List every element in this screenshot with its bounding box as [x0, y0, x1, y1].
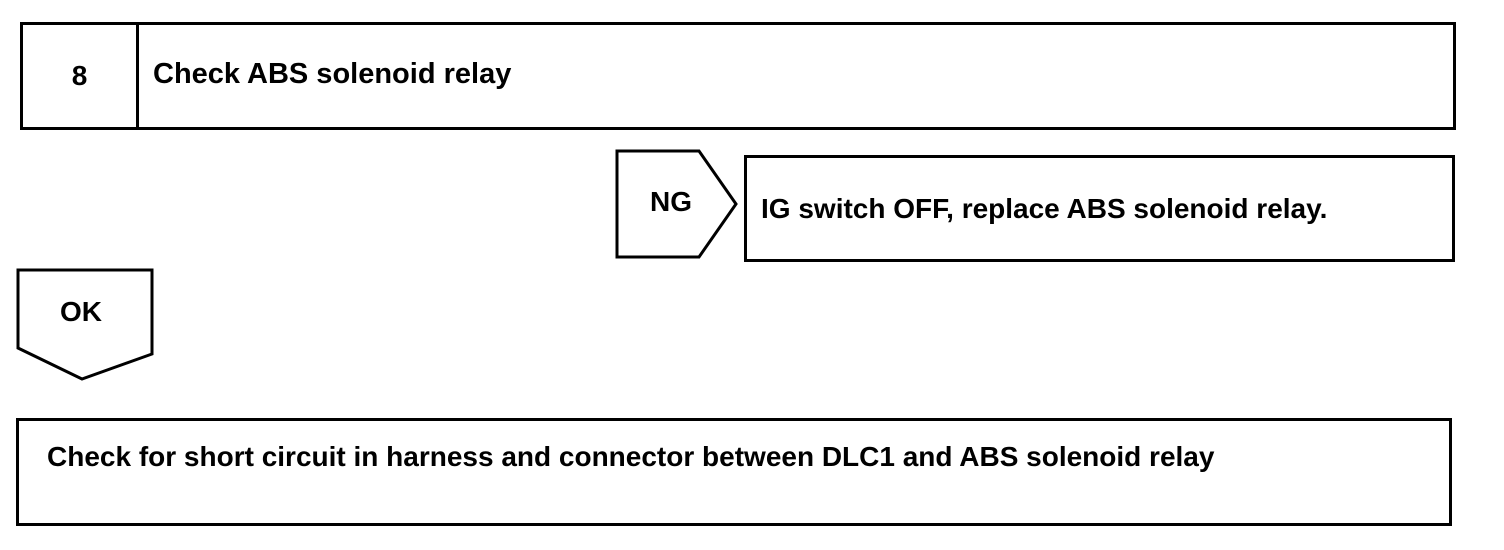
step-box: 8 Check ABS solenoid relay: [20, 22, 1456, 130]
step-number: 8: [23, 25, 139, 127]
ng-label: NG: [650, 186, 692, 217]
ok-arrow-shape: [16, 268, 154, 381]
ok-label: OK: [60, 296, 102, 327]
next-step-box: Check for short circuit in harness and c…: [16, 418, 1452, 526]
ng-action-box: IG switch OFF, replace ABS solenoid rela…: [744, 155, 1455, 262]
step-title: Check ABS solenoid relay: [153, 57, 512, 90]
next-step-text: Check for short circuit in harness and c…: [47, 441, 1215, 472]
ng-action-text: IG switch OFF, replace ABS solenoid rela…: [761, 192, 1328, 224]
ng-arrow-shape: [615, 149, 738, 259]
